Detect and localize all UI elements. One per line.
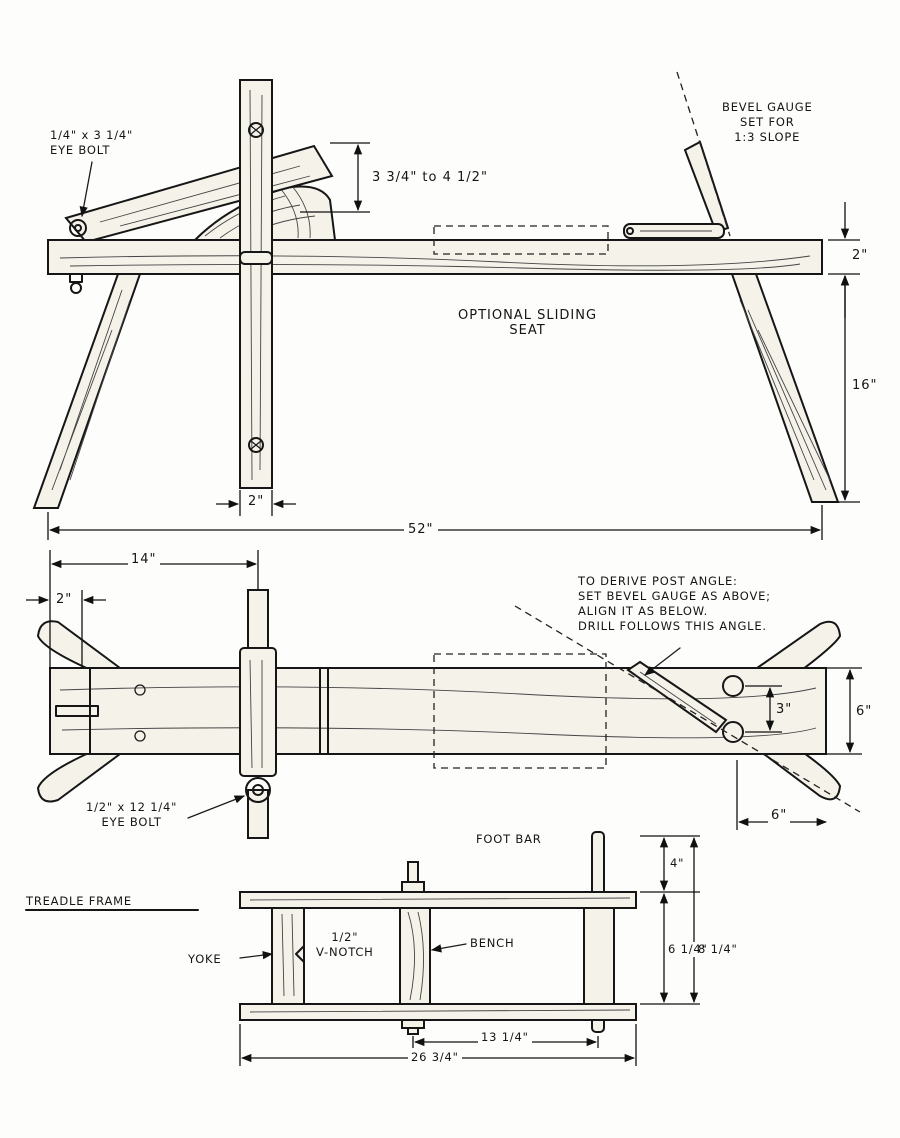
eye-bolt-large-label: 1/2" x 12 1/4"EYE BOLT — [86, 800, 178, 829]
height-2-label: 2" — [852, 248, 869, 263]
bench-label: BENCH — [470, 936, 515, 950]
post-angle-note: TO DERIVE POST ANGLE:SET BEVEL GAUGE AS … — [578, 574, 771, 633]
plan-post-block — [239, 647, 277, 803]
treadle-frame-title: TREADLE FRAME — [26, 894, 132, 908]
dim-8-1-4-label: 8 1/4" — [698, 942, 738, 956]
treadle-frame — [25, 831, 700, 1066]
post-bottom-stub — [247, 789, 269, 839]
plan-view — [26, 550, 862, 839]
post-top-stub — [247, 589, 269, 651]
offset-6-label: 6" — [768, 808, 791, 823]
post-knob-bottom — [722, 721, 744, 743]
eye-bolt-large — [245, 777, 271, 803]
treadle-dimensions — [239, 835, 700, 1066]
right-leg — [730, 273, 840, 503]
yoke-label: YOKE — [188, 952, 222, 966]
dim-26-3-4-label: 26 3/4" — [408, 1050, 462, 1065]
side-view — [32, 71, 860, 540]
dim-13-1-4-label: 13 1/4" — [478, 1030, 532, 1045]
eye-bolt-small — [69, 219, 87, 237]
bevel-gauge-plan — [514, 605, 861, 813]
bench-block — [399, 907, 431, 1005]
vertical-post — [239, 79, 273, 489]
spacing-3-label: 3" — [776, 702, 793, 717]
plan-dimensions — [26, 550, 862, 830]
width-6-label: 6" — [856, 704, 873, 719]
eye-bolt-small-label: 1/4" x 3 1/4"EYE BOLT — [50, 128, 134, 157]
v-notch-label: 1/2"V-NOTCH — [316, 930, 374, 959]
top-rail — [239, 891, 637, 909]
bench-beam — [47, 225, 823, 294]
post-knob-top — [722, 675, 744, 697]
offset-label: 3 3/4" to 4 1/2" — [372, 170, 488, 185]
bevel-gauge-side — [623, 71, 731, 239]
height-16-label: 16" — [852, 378, 878, 393]
dim-6-1-4-label: 6 1/4" — [668, 942, 708, 957]
treadle-post — [583, 907, 615, 1005]
post-width-label: 2" — [248, 494, 265, 509]
dim-4-label: 4" — [670, 856, 685, 870]
length-label: 52" — [404, 522, 438, 537]
yoke — [271, 907, 305, 1005]
bottom-rail — [239, 1003, 637, 1021]
foot-bar-label: FOOT BAR — [476, 832, 542, 846]
dist-2-label: 2" — [56, 592, 73, 607]
dist-14-label: 14" — [128, 552, 160, 567]
left-leg — [32, 273, 142, 509]
